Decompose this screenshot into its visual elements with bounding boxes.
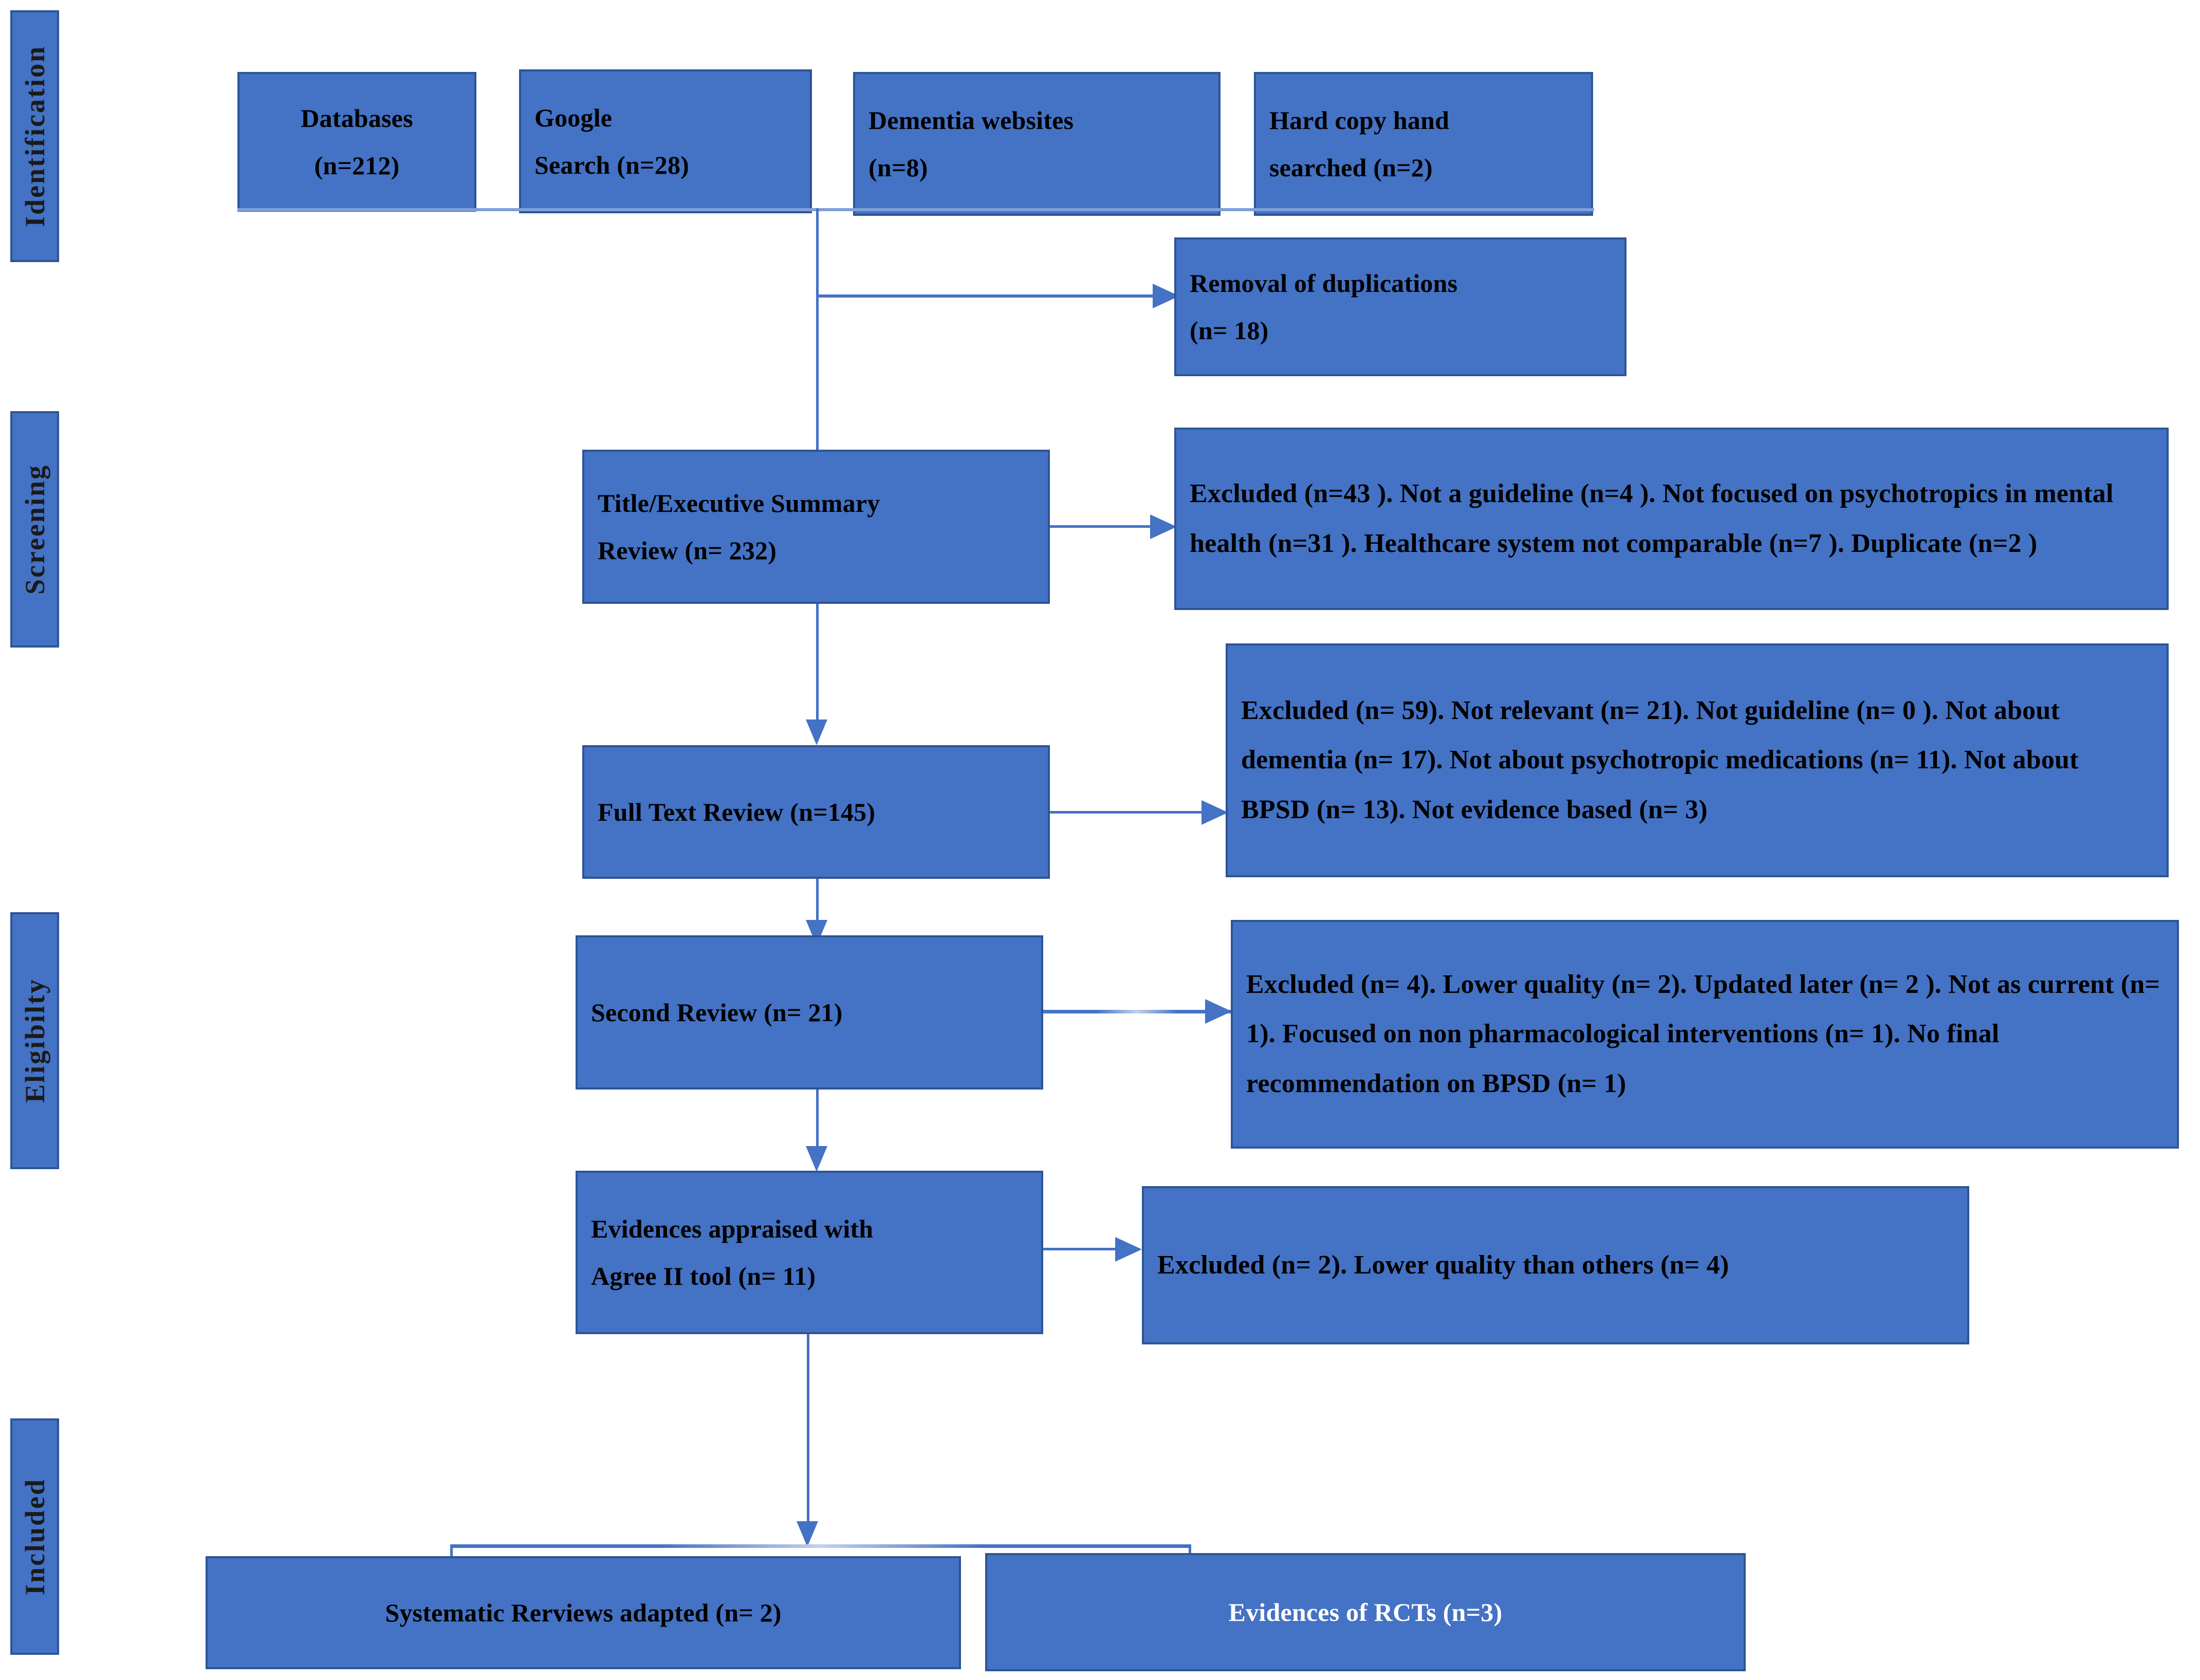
duplicates-line2: (n= 18) [1190,316,1269,345]
duplicates-line1: Removal of duplications [1190,268,1458,298]
stage-label-eligibility: Eligibilty [10,912,59,1169]
connector-sources-to-title-review [816,208,819,450]
connector-to-duplicates [816,294,1153,298]
source-hardcopy-line1: Hard copy hand [1269,105,1450,135]
exclusion-box-screening: Excluded (n=43 ). Not a guideline (n=4 )… [1174,428,2169,610]
full-text-review-box: Full Text Review (n=145) [582,745,1050,879]
connector-title-review-to-exclusion [1050,525,1150,528]
exclusion-full-text-text: Excluded (n= 59). Not relevant (n= 21). … [1241,696,2079,824]
arrowhead-full-text-exclusion [1201,800,1228,825]
arrowhead-screening-exclusion [1150,514,1177,539]
exclusion-box-appraised: Excluded (n= 2). Lower quality than othe… [1142,1186,1969,1344]
split-horizontal-bar [451,1544,1191,1548]
title-review-line2: Review (n= 232) [598,536,777,565]
connector-full-text-to-exclusion [1050,811,1201,814]
title-review-line1: Title/Executive Summary [598,488,880,518]
connector-appraised-to-split [807,1334,809,1535]
connector-second-review-to-exclusion [1043,1010,1231,1013]
arrowhead-split-center [797,1521,818,1547]
second-review-line1: Second Review (n= 21) [591,998,843,1027]
duplicates-box: Removal of duplications (n= 18) [1174,237,1626,376]
exclusion-box-full-text: Excluded (n= 59). Not relevant (n= 21). … [1226,643,2169,877]
source-databases-line2: (n=212) [314,151,400,180]
stage-label-eligibility-text: Eligibilty [19,978,50,1103]
second-review-box: Second Review (n= 21) [576,935,1043,1090]
stage-label-included: Included [10,1418,59,1655]
source-box-dementia-websites: Dementia websites (n=8) [853,72,1221,216]
connector-full-text-to-second-review [816,879,819,938]
appraised-line1: Evidences appraised with [591,1214,874,1243]
stage-label-included-text: Included [19,1478,50,1596]
source-box-google-search: Google Search (n=28) [519,69,812,213]
arrowhead-appraised [806,1146,827,1172]
connector-appraised-to-exclusion [1043,1248,1115,1250]
stage-label-identification-text: Identification [19,45,50,227]
exclusion-screening-text: Excluded (n=43 ). Not a guideline (n=4 )… [1190,479,2114,558]
connector-second-review-to-appraised [816,1090,819,1151]
included-box-rcts: Evidences of RCTs (n=3) [985,1553,1746,1671]
stage-label-identification: Identification [10,10,59,262]
connector-title-review-to-full-text [816,604,819,719]
source-dementia-line1: Dementia websites [868,105,1074,135]
source-box-hard-copy: Hard copy hand searched (n=2) [1254,72,1593,216]
exclusion-second-review-text: Excluded (n= 4). Lower quality (n= 2). U… [1246,970,2160,1098]
source-tie-line [237,208,1594,211]
included-rcts-text: Evidences of RCTs (n=3) [1228,1597,1503,1627]
arrowhead-second-review-exclusion [1205,999,1232,1024]
stage-label-screening-text: Screening [19,464,50,595]
source-hardcopy-line2: searched (n=2) [1269,153,1433,182]
title-review-box: Title/Executive Summary Review (n= 232) [582,450,1050,604]
source-dementia-line2: (n=8) [868,153,928,182]
source-google-line2: Search (n=28) [534,151,689,179]
arrowhead-appraised-exclusion [1115,1237,1142,1262]
arrowhead-full-text [806,719,827,745]
appraised-box: Evidences appraised with Agree II tool (… [576,1171,1043,1334]
source-databases-line1: Databases [301,103,413,133]
source-google-line1: Google [534,103,613,132]
included-box-systematic-reviews: Systematic Rerviews adapted (n= 2) [206,1556,961,1669]
full-text-line1: Full Text Review (n=145) [598,797,876,826]
exclusion-appraised-text: Excluded (n= 2). Lower quality than othe… [1157,1250,1729,1280]
included-systematic-reviews-text: Systematic Rerviews adapted (n= 2) [385,1598,782,1627]
appraised-line2: Agree II tool (n= 11) [591,1262,816,1290]
stage-label-screening: Screening [10,411,59,648]
source-box-databases: Databases (n=212) [237,72,476,212]
exclusion-box-second-review: Excluded (n= 4). Lower quality (n= 2). U… [1231,920,2179,1149]
